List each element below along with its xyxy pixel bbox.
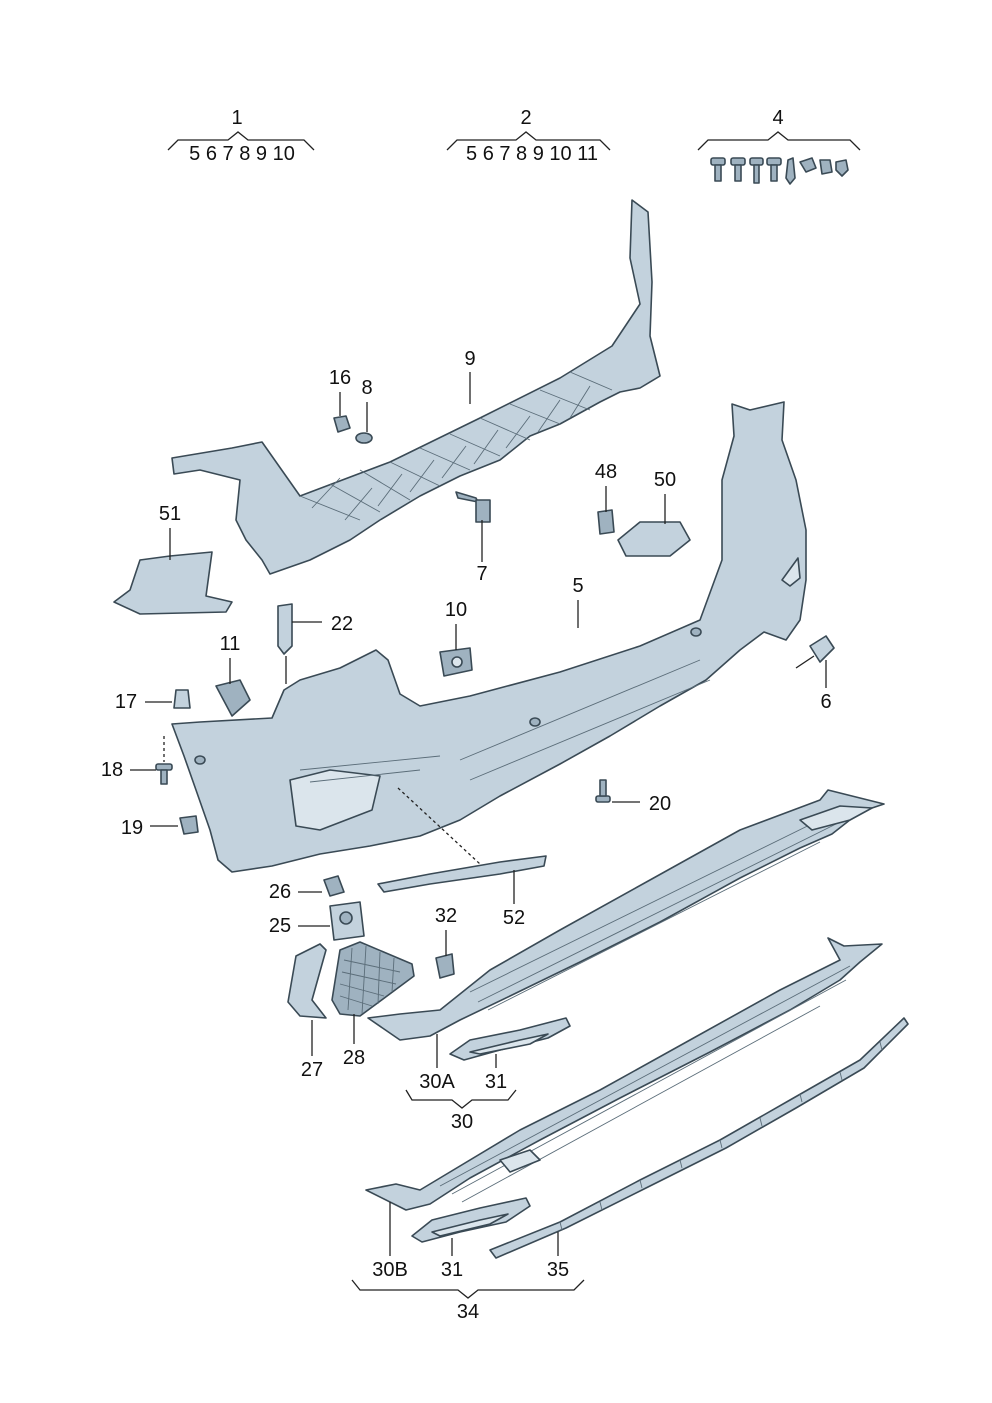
callout-50: 50 <box>654 469 676 491</box>
callout-11: 11 <box>220 633 241 655</box>
trim-strip-part-52 <box>377 855 547 893</box>
screw-part-18 <box>155 736 173 785</box>
callout-18: 18 <box>101 759 123 781</box>
callout-34: 34 <box>457 1301 479 1323</box>
callout-52: 52 <box>503 907 525 929</box>
bracket-part-51 <box>113 551 233 615</box>
nut-part-32 <box>435 953 455 979</box>
plug-part-17 <box>173 689 191 709</box>
callout-48: 48 <box>595 461 617 483</box>
clip-part-26 <box>323 875 345 897</box>
callout-28: 28 <box>343 1047 365 1069</box>
bracket-part-50 <box>617 521 691 557</box>
group-2-header: 2 5 6 7 8 9 10 11 <box>446 107 611 165</box>
group-4-header: 4 <box>697 107 861 151</box>
cover-part-27 <box>287 943 327 1019</box>
group-1-header: 1 5 6 7 8 9 10 <box>167 107 315 165</box>
screw-part-20 <box>595 779 611 803</box>
cap-part-6 <box>795 635 835 669</box>
group-1-items: 5 6 7 8 9 10 <box>189 143 295 165</box>
callout-6: 6 <box>820 691 831 713</box>
callout-30: 30 <box>451 1111 473 1133</box>
callout-16: 16 <box>329 367 351 389</box>
holder-part-25 <box>329 901 365 941</box>
callout-7: 7 <box>476 563 487 585</box>
callout-51: 51 <box>159 503 181 525</box>
tailpipe-trim-part-31-upper <box>449 1017 571 1061</box>
sensor-bracket-part-10 <box>439 647 473 677</box>
callout-19: 19 <box>121 817 143 839</box>
callout-17: 17 <box>115 691 137 713</box>
callout-35: 35 <box>547 1259 569 1281</box>
bracket-part-7 <box>455 491 491 523</box>
callout-5: 5 <box>572 575 583 597</box>
callout-32: 32 <box>435 905 457 927</box>
bumper-cover-part-5 <box>171 401 807 873</box>
clip-part-8 <box>355 432 373 444</box>
callout-1: 1 <box>231 107 242 129</box>
callout-10: 10 <box>445 599 467 621</box>
callout-4: 4 <box>772 107 783 129</box>
callout-30B: 30B <box>372 1259 408 1281</box>
callout-9: 9 <box>464 348 475 370</box>
diffuser-part-30A <box>367 789 885 1041</box>
nut-part-48 <box>597 509 615 535</box>
hardware-fasteners-icon <box>710 157 849 185</box>
callout-26: 26 <box>269 881 291 903</box>
bracket-part-11 <box>215 679 251 717</box>
callout-20: 20 <box>649 793 671 815</box>
nut-part-16 <box>333 415 351 433</box>
carrier-part-9 <box>171 199 661 575</box>
trim-strip-part-35 <box>489 1017 909 1259</box>
tailpipe-trim-part-31-lower <box>411 1197 531 1243</box>
callout-22: 22 <box>331 613 353 635</box>
group-2-items: 5 6 7 8 9 10 11 <box>466 143 598 165</box>
callout-8: 8 <box>361 377 372 399</box>
callout-27: 27 <box>301 1059 323 1081</box>
callout-31-upper: 31 <box>485 1071 507 1093</box>
guide-part-22 <box>277 603 293 655</box>
diffuser-part-30B <box>365 937 883 1211</box>
callout-30A: 30A <box>419 1071 455 1093</box>
grille-part-28 <box>331 941 415 1017</box>
nut-part-19 <box>179 815 199 835</box>
callout-2: 2 <box>520 107 531 129</box>
callout-31-lower: 31 <box>441 1259 463 1281</box>
callout-25: 25 <box>269 915 291 937</box>
